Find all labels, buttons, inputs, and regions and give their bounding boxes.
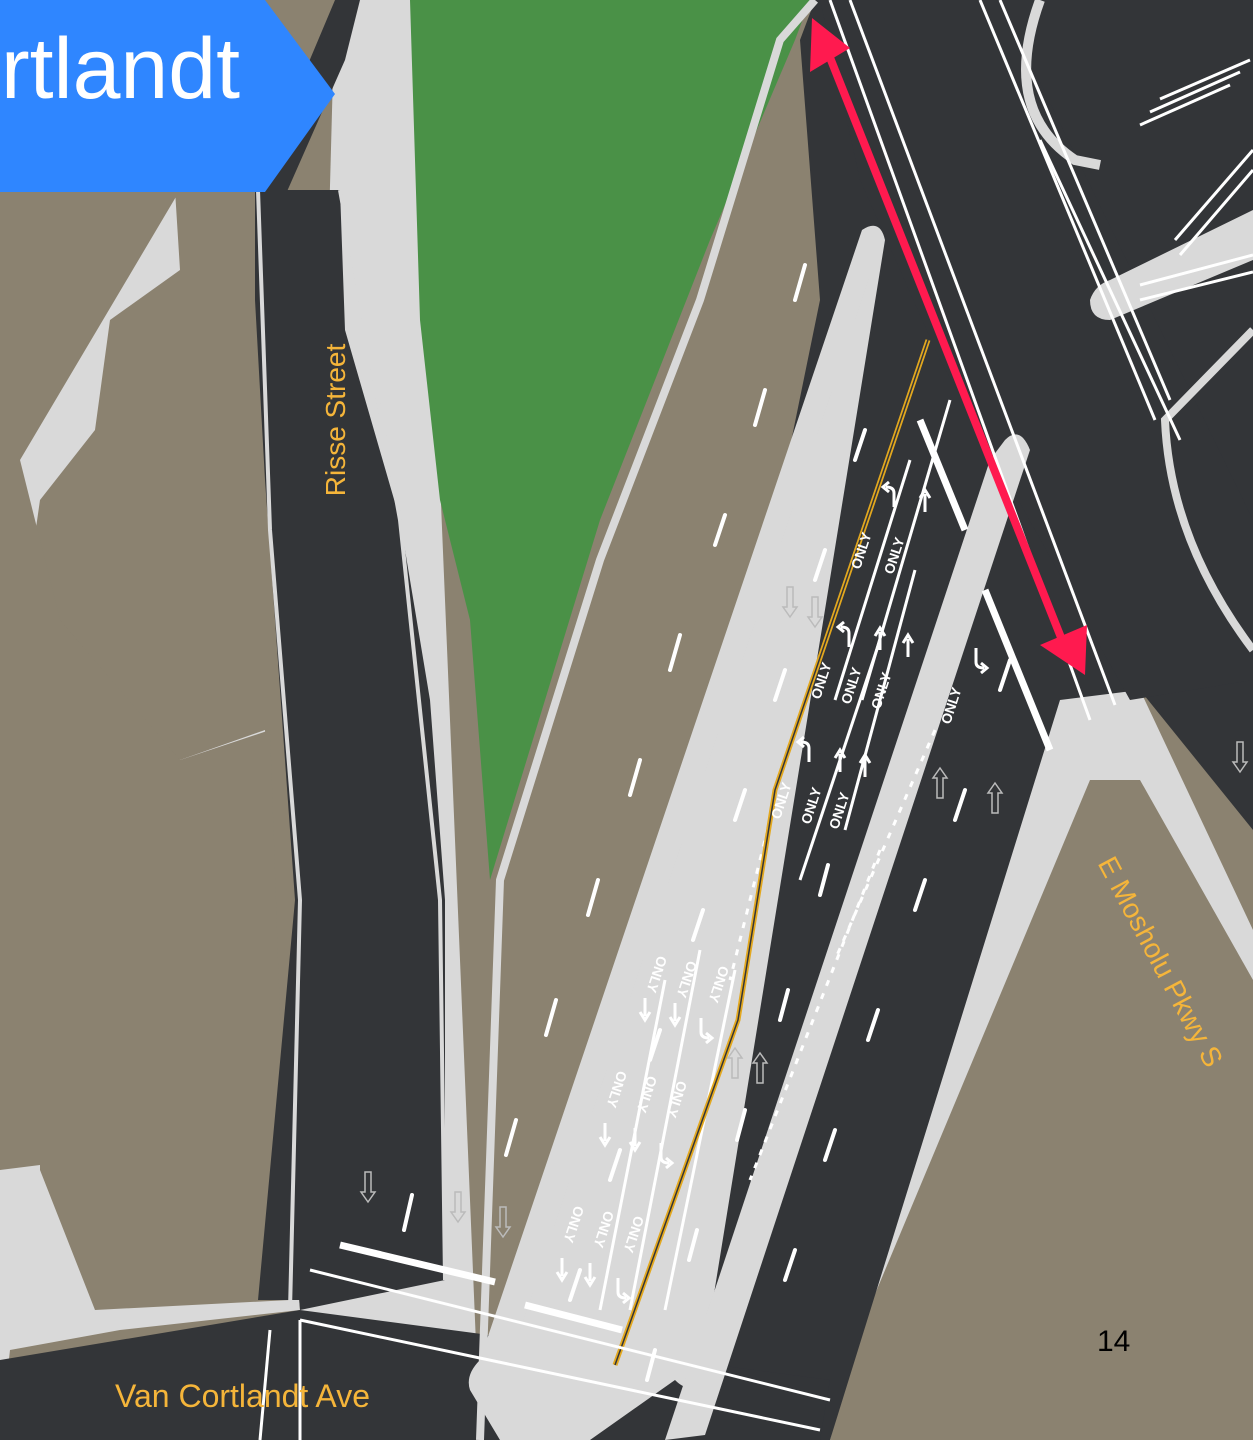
crosswalk-lines: [258, 0, 1182, 1440]
park-area: [410, 0, 810, 880]
street-label-risse: Risse Street: [320, 343, 351, 497]
risse-street-body: [258, 190, 445, 1310]
sidewalk-strip-west: [0, 1165, 40, 1320]
island-northeast: [1090, 210, 1253, 320]
title-banner: rtlandt: [0, 0, 335, 192]
page-number: 14: [1097, 1325, 1131, 1358]
stop-bars: [339, 418, 1054, 1334]
land-parcel-west: [0, 190, 290, 1310]
risse-street-curb-west: [256, 189, 303, 1311]
risse-street-curb-east: [338, 189, 447, 1281]
lane-dashes: [402, 263, 1012, 1382]
banner-title: rtlandt: [0, 21, 240, 117]
banner-shape: [0, 0, 335, 192]
land-parcel-southeast: [830, 780, 1253, 1440]
parkway-roadway-north: [820, 0, 1253, 700]
parkway-curb-west: [476, 0, 819, 1440]
median-west-inner: [478, 245, 880, 1375]
parkway-curb-east: [1160, 327, 1253, 653]
double-yellow-centerline-inner: [614, 339, 929, 1366]
hatched-crosswalk: [1139, 58, 1253, 302]
measurement-arrow: [810, 18, 1087, 675]
street-label-van-cortlandt: Van Cortlandt Ave: [115, 1378, 370, 1414]
median-east: [665, 434, 1030, 1440]
